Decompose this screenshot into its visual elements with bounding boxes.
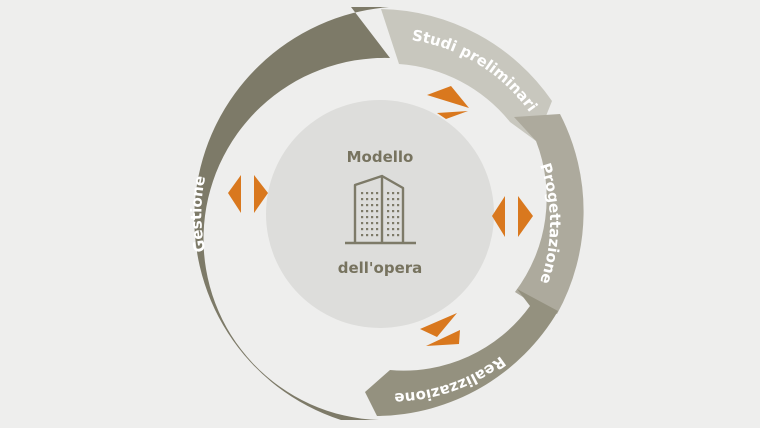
building-icon — [345, 174, 416, 245]
ring-segment-studi — [381, 9, 552, 141]
arrow-right-icon — [426, 330, 460, 346]
arrow-left-icon — [427, 86, 469, 108]
arrow-pair-realizzazione — [420, 313, 460, 346]
arrow-left-icon — [492, 196, 505, 237]
center-title-line2: dell'opera — [338, 259, 423, 277]
arrow-right-icon — [518, 196, 533, 237]
inner-disc — [266, 100, 494, 328]
ring-segment-realizzazione — [365, 289, 558, 416]
phase-label-gestione: Gestione — [187, 174, 209, 253]
arrow-pair-progettazione — [492, 196, 533, 237]
ring-segment-progettazione — [514, 114, 584, 314]
arrow-pair-gestione — [228, 175, 268, 213]
arrow-right-icon — [254, 175, 268, 213]
center-title-line1: Modello — [347, 148, 414, 166]
arrow-right-icon — [437, 111, 468, 119]
ring-segment-gestione — [194, 7, 390, 420]
arrow-left-icon — [420, 313, 457, 337]
arrow-left-icon — [228, 175, 241, 213]
arrow-pair-studi — [427, 86, 469, 119]
